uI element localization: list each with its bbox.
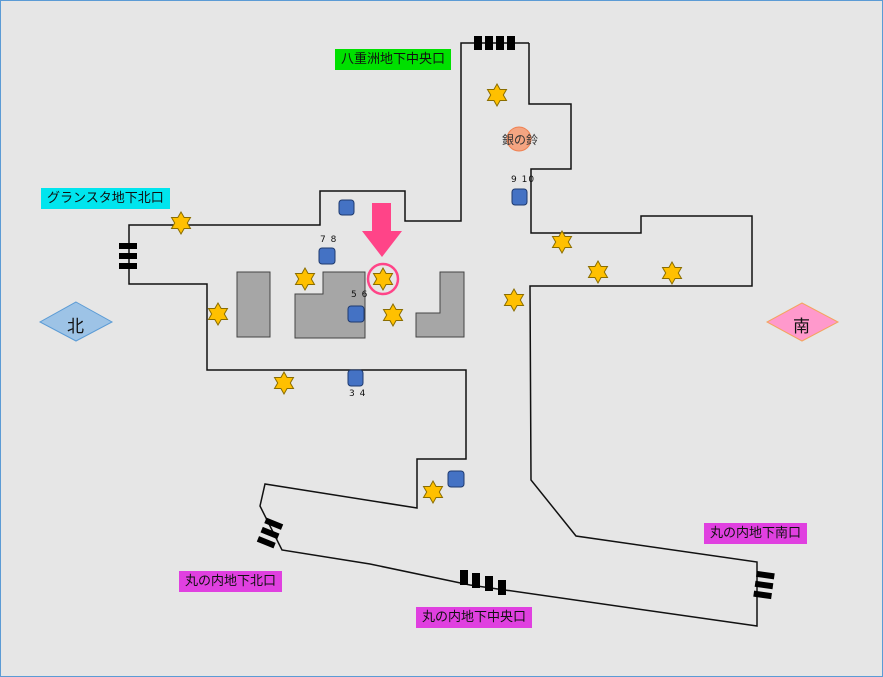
star-marker-icon [551,229,573,255]
exit-label-marunouchi-north: 丸の内地下北口 [179,571,283,592]
concourse-outline [128,42,758,627]
platform-label-7-8: 7 8 [320,235,338,245]
star-marker-icon [170,211,192,235]
exit-label-yaesu-central: 八重洲地下中央口 [335,49,452,70]
exit-label-gransta-north: グランスタ地下北口 [41,188,170,209]
platform-marker-9-10 [511,188,528,206]
platform-marker-5-6 [347,305,365,323]
star-marker-icon [503,287,525,313]
star-marker-icon [207,302,229,326]
gate-marunouchi-south [753,570,775,600]
silver-bell-label: 銀の鈴 [502,133,539,147]
gate-yaesu-central [474,36,515,50]
south-label: 南 [793,317,810,337]
current-location-arrow [362,203,402,257]
south-diamond [765,302,840,342]
building-block [294,271,366,339]
gate-marunouchi-north [256,517,284,549]
platform-marker-3-4 [347,369,364,387]
building-block [236,271,271,338]
north-label: 北 [67,317,84,337]
building-block [415,271,465,338]
exit-label-marunouchi-south: 丸の内地下南口 [704,523,808,544]
current-location-circle [366,262,400,296]
star-marker-icon [382,302,404,328]
platform-label-5-6: 5 6 [351,290,369,300]
exit-label-marunouchi-central: 丸の内地下中央口 [416,607,533,628]
platform-label-3-4: 3 4 [349,389,367,399]
star-marker-icon [661,260,683,286]
gate-marunouchi-central [460,570,506,595]
platform-marker-7-8 [318,247,336,265]
star-marker-icon [294,266,316,292]
star-marker-icon [422,479,444,505]
gate-gransta-north [119,243,137,269]
star-marker-icon [372,266,394,292]
north-diamond [38,301,114,342]
star-marker-icon [273,370,295,396]
star-marker-icon [587,259,609,285]
star-marker-icon [486,82,508,108]
platform-label-9-10: 9 10 [511,175,536,185]
platform-marker [447,470,465,488]
platform-marker [338,199,355,216]
silver-bell-marker [506,126,532,152]
